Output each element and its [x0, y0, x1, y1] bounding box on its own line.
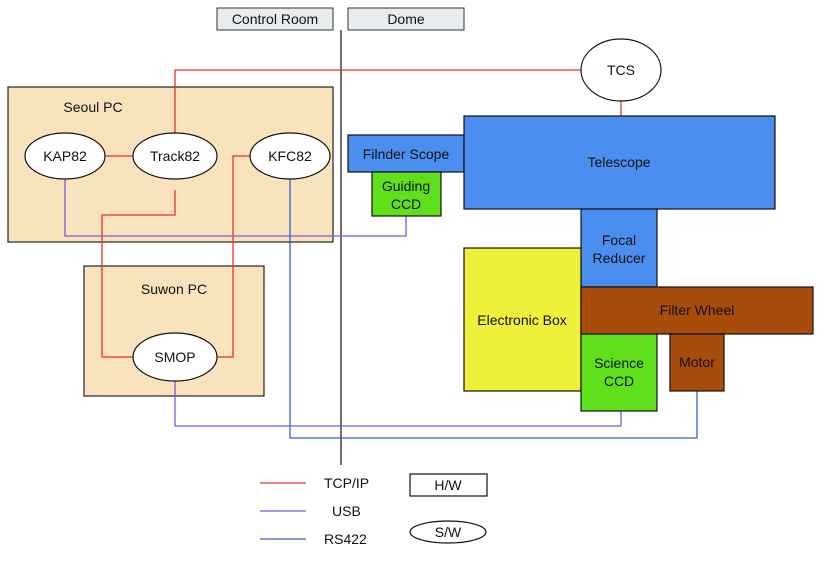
tcpip-link-kfc82-smop	[217, 155, 250, 358]
guiding-ccd-label-2: CCD	[391, 196, 421, 212]
focal-reducer-label-2: Reducer	[593, 250, 646, 266]
track82-label: Track82	[150, 148, 200, 164]
suwon-pc-label: Suwon PC	[141, 281, 207, 297]
finder-scope-box	[347, 134, 465, 173]
seoul-pc-label: Seoul PC	[63, 99, 122, 115]
tcpip-link-track82-tcs	[174, 69, 582, 134]
legend-rs422-label: RS422	[324, 531, 367, 547]
motor-label: Motor	[679, 354, 715, 370]
rs422-link-kfc82-motor	[289, 178, 698, 439]
kfc82-label: KFC82	[268, 148, 312, 164]
telescope-box	[463, 115, 776, 210]
usb-link-kap82-guiding	[64, 178, 407, 237]
finder-scope-label: Filnder Scope	[363, 146, 450, 162]
filter-wheel-label: Filter Wheel	[660, 302, 735, 318]
science-ccd-box	[580, 333, 658, 412]
motor-box	[669, 333, 725, 392]
focal-reducer-box	[580, 208, 658, 288]
legend-usb-label: USB	[332, 503, 361, 519]
guiding-ccd-box	[371, 171, 442, 217]
legend-tcpip-label: TCP/IP	[324, 475, 369, 491]
smop-label: SMOP	[154, 349, 195, 365]
dome-label: Dome	[387, 11, 425, 27]
smop-node	[132, 332, 218, 382]
focal-reducer-label-1: Focal	[602, 232, 636, 248]
usb-link-smop-science	[174, 381, 622, 427]
kap82-label: KAP82	[43, 148, 87, 164]
electronic-box	[463, 247, 582, 392]
kfc82-node	[249, 132, 331, 180]
science-ccd-label-1: Science	[594, 355, 644, 371]
tcs-node	[580, 38, 662, 102]
tcs-label: TCS	[607, 62, 635, 78]
tcpip-link-track82-smop	[101, 190, 176, 358]
science-ccd-label-2: CCD	[604, 373, 634, 389]
dome-tab	[347, 7, 465, 31]
control-room-tab	[216, 7, 334, 31]
electronic-box-label: Electronic Box	[477, 312, 566, 328]
legend-sw-ellipse	[409, 520, 487, 544]
control-room-label: Control Room	[232, 11, 318, 27]
guiding-ccd-label-1: Guiding	[382, 178, 430, 194]
legend-sw-label: S/W	[435, 524, 462, 540]
legend-hw-label: H/W	[434, 477, 462, 493]
kap82-node	[24, 132, 106, 180]
track82-node	[132, 132, 218, 180]
legend-hw-box	[409, 473, 488, 497]
telescope-label: Telescope	[587, 154, 650, 170]
